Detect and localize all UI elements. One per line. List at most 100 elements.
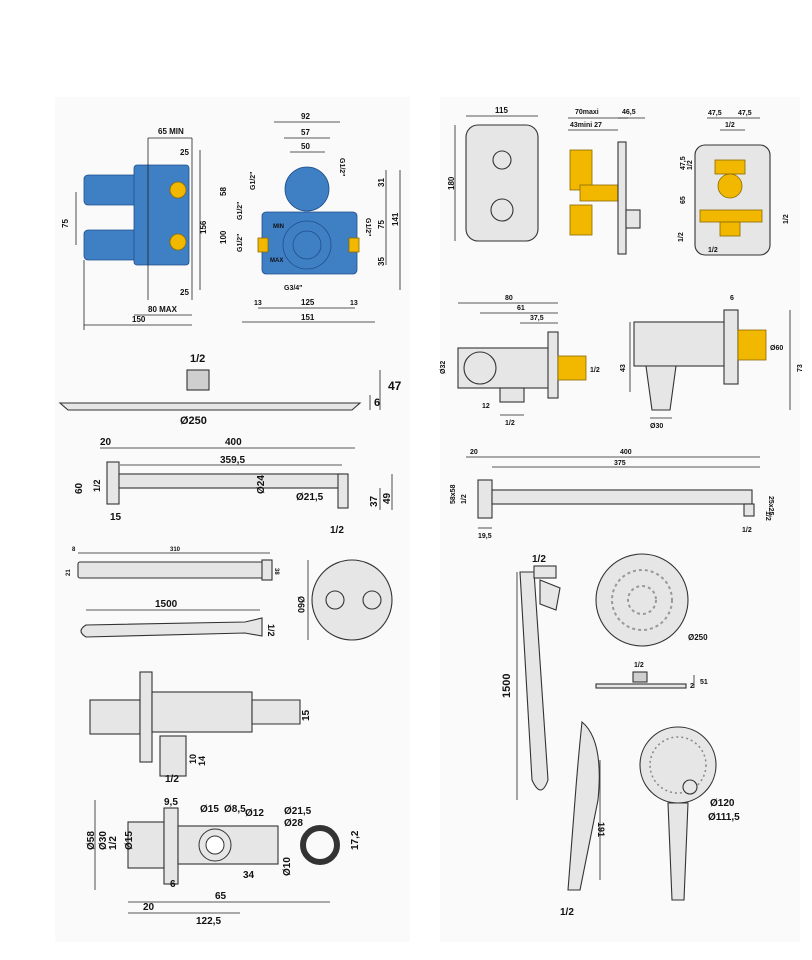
- dim-square-1-2: 1/2: [461, 494, 468, 504]
- dim-elbow-side-60: Ø60: [770, 345, 783, 352]
- dim-square-1-2-bottom: 1/2: [742, 527, 752, 534]
- dim-elbow-32: Ø32: [440, 361, 447, 374]
- dim-head-1-2: 1/2: [190, 353, 205, 365]
- dim-outlet-14: 14: [197, 756, 207, 766]
- dim-13-right: 13: [350, 300, 358, 307]
- dim-elbow-375: 37,5: [530, 315, 544, 322]
- dim-58: 58: [219, 187, 228, 196]
- dim-80max: 80 MAX: [148, 305, 178, 314]
- dim-elbow-side-73: 73: [797, 364, 804, 372]
- dim-slim-1-2: 1/2: [634, 662, 644, 669]
- hand-shower-side-body: [567, 720, 600, 891]
- dim-trim-1-2-bottom: 1/2: [708, 247, 718, 254]
- dim-arm-60: 60: [74, 482, 85, 494]
- dim-bar-8: 8: [72, 547, 76, 553]
- dim-square-195: 19,5: [478, 533, 492, 540]
- dim-g12-c: G1/2": [237, 234, 244, 253]
- dim-square-400: 400: [620, 449, 632, 456]
- dim-detail-28: Ø28: [284, 818, 303, 829]
- dim-50: 50: [301, 142, 310, 151]
- dim-35: 35: [377, 257, 386, 266]
- dim-trim-70maxi: 70maxi: [575, 109, 599, 116]
- detail-holder-ring: [300, 825, 340, 865]
- detail-flange: [163, 807, 179, 885]
- dim-hose-1500: 1500: [155, 599, 178, 610]
- dim-arm-400: 400: [225, 437, 242, 448]
- dim-vhose-1500: 1500: [501, 674, 513, 698]
- trim-side-view: 70maxi 43mini 27 46,5: [568, 109, 645, 255]
- dim-hand-1115: Ø111,5: [708, 812, 740, 823]
- dim-bar-38: 38: [273, 568, 279, 575]
- trim-side-upper-body: [569, 149, 593, 191]
- elbow-thread: [557, 355, 587, 381]
- arm-wall-flange: [106, 461, 120, 505]
- dim-detail-15: Ø15: [200, 804, 219, 815]
- valve-side-upper-port: [169, 181, 187, 199]
- dim-arm-1-2: 1/2: [92, 479, 102, 492]
- dim-hand-1-2-bottom: 1/2: [560, 907, 574, 918]
- trim-rear-cartridge: [717, 173, 743, 199]
- control-plate: Ø60: [296, 559, 393, 641]
- dim-g12-b: G1/2": [237, 202, 244, 221]
- dim-trim-180: 180: [447, 176, 456, 190]
- hose-vertical: 1/2 1500: [501, 554, 561, 800]
- trim-rear-bottom-port: [719, 221, 741, 237]
- dim-bar-21: 21: [66, 569, 72, 576]
- dim-25-top: 25: [180, 148, 189, 157]
- trim-rear-plate: [694, 144, 771, 256]
- dim-detail-95: 9,5: [164, 797, 178, 808]
- wall-outlet: 15 10 14 1/2: [89, 671, 312, 785]
- dim-6: 6: [374, 397, 380, 409]
- shower-arm-square: 20 400 375 58x58 1/2 19,5 25x25 1/2 1/2: [450, 449, 774, 540]
- dim-75-front: 75: [377, 220, 386, 229]
- plate-disc: [311, 559, 393, 641]
- dim-trim-465: 46,5: [622, 109, 636, 116]
- dim-92: 92: [301, 112, 310, 121]
- vertical-hose-nut: [533, 565, 557, 579]
- shower-arm-round: 20 400 359,5 60 1/2 Ø24 Ø21,5 37 49 15 1…: [74, 437, 393, 536]
- dim-detail-10: Ø10: [282, 857, 293, 876]
- valve-front-right-port: [348, 237, 360, 253]
- dim-square-58: 58x58: [450, 484, 457, 504]
- dim-trim-1-2-left-bottom: 1/2: [678, 232, 685, 242]
- valve-side-view: 65 MIN 25 75 156 25 80 MAX 150: [61, 127, 208, 330]
- valve-front-lower-cartridge: [282, 220, 332, 270]
- dim-arm-215: Ø21,5: [296, 492, 324, 503]
- outlet-elbow: [159, 735, 187, 777]
- elbow-outlet: [499, 387, 525, 403]
- dim-trim-1-2-top: 1/2: [725, 122, 735, 129]
- square-arm-flange: [477, 479, 493, 519]
- label-max: MAX: [270, 258, 283, 264]
- trim-rear-top-port: [714, 159, 746, 175]
- elbow-holder: 80 61 37,5 Ø32 12 1/2 1/2: [440, 295, 600, 427]
- arm-tube: [118, 473, 344, 489]
- dim-square-25: 25x25: [767, 496, 774, 516]
- dim-outlet-1-2: 1/2: [165, 774, 179, 785]
- outlet-tube: [151, 691, 253, 733]
- dim-trim-1-2-left-top: 1/2: [687, 160, 694, 170]
- dim-trim-475c: 47,5: [680, 156, 687, 170]
- square-arm-drop: [743, 503, 755, 517]
- dim-detail-30: Ø30: [98, 831, 109, 850]
- trim-side-lower-body: [569, 204, 593, 236]
- valve-side-lower-inlet: [83, 229, 140, 261]
- dim-trim-43mini: 43mini 27: [570, 122, 602, 129]
- trim-plate: [465, 124, 539, 242]
- dim-square-1-2-right: 1/2: [764, 511, 771, 521]
- dim-elbow-1-2-bottom: 1/2: [505, 420, 515, 427]
- slim-head-connector: [632, 671, 648, 683]
- vertical-hose-body: [519, 571, 549, 791]
- plate-button-left: [325, 590, 345, 610]
- dim-trim-65: 65: [680, 196, 687, 204]
- dim-outlet-10: 10: [188, 754, 198, 764]
- trim-side-elbow: [579, 184, 621, 202]
- dim-detail-15b: Ø15: [124, 831, 135, 850]
- dim-141: 141: [391, 212, 400, 226]
- elbow-side: 6 Ø60 43 73 Ø30: [620, 295, 804, 430]
- bar-end: [261, 559, 273, 581]
- dim-31: 31: [377, 178, 386, 187]
- hand-shower-bar: 8 310 21 38: [66, 547, 279, 581]
- elbow-side-flange: [723, 309, 739, 385]
- dim-detail-6: 6: [170, 879, 176, 890]
